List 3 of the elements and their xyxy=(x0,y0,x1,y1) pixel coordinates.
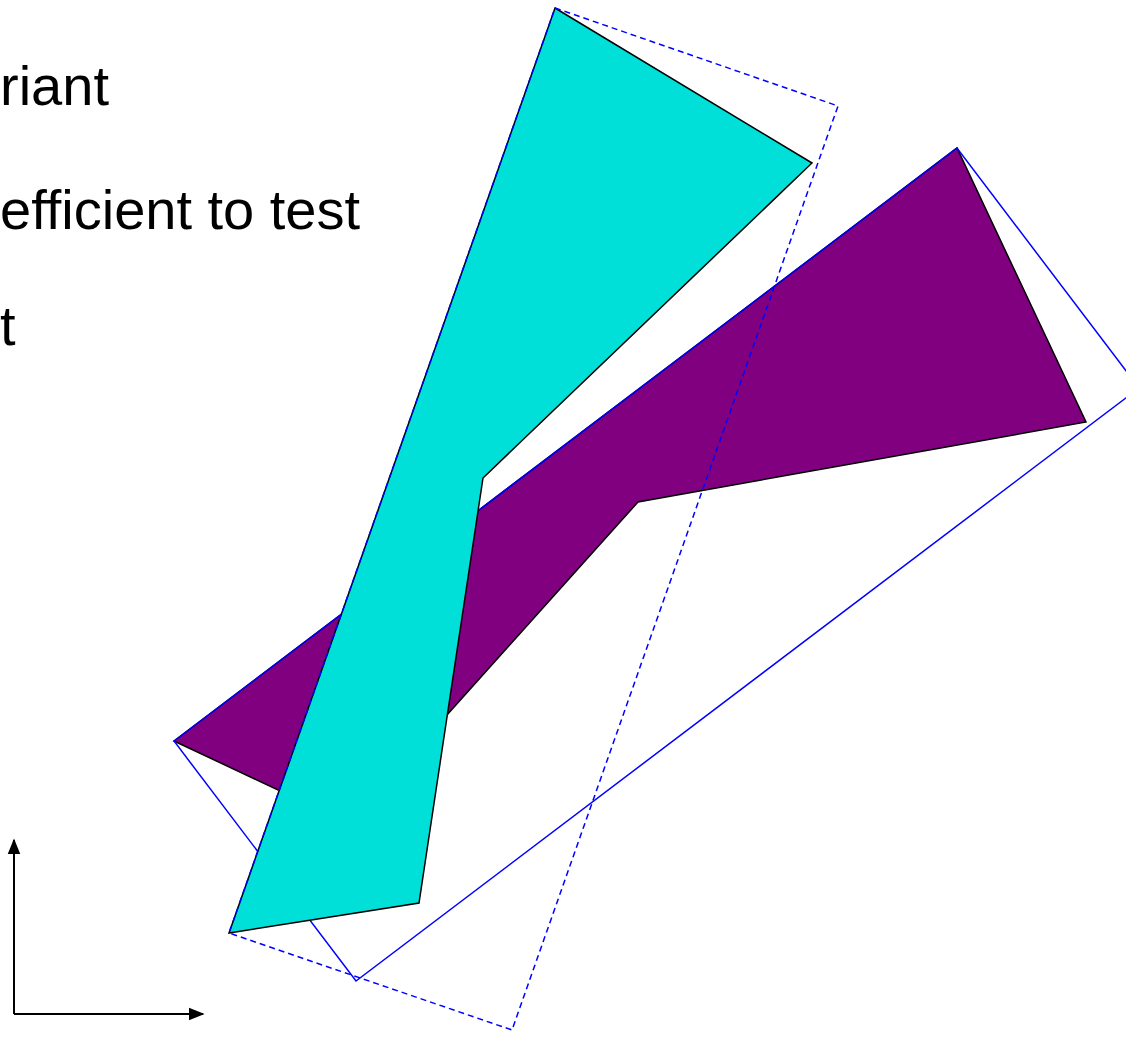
slide-text: efficient to test xyxy=(0,182,361,238)
slide-text: t xyxy=(0,298,16,354)
slide-text: riant xyxy=(0,58,109,114)
